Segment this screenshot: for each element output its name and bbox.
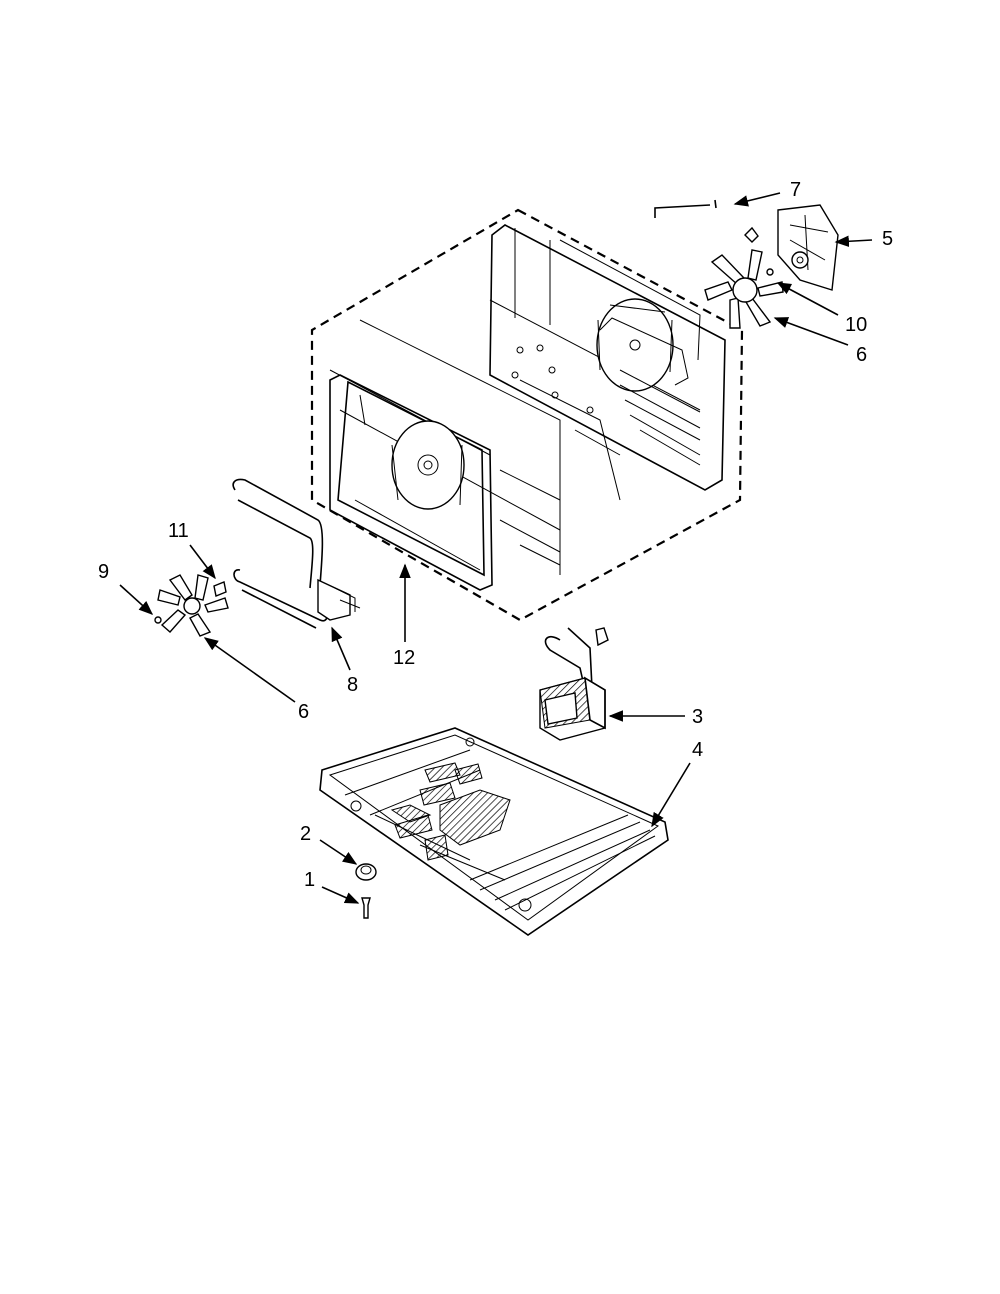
callout-8: 8 xyxy=(347,674,358,696)
cavity-outline xyxy=(310,208,744,622)
rear-fan-housing xyxy=(596,298,674,392)
callout-5: 5 xyxy=(882,228,893,250)
callout-3: 3 xyxy=(692,706,703,728)
fan-motor-bracket xyxy=(777,204,839,291)
leveling-foot xyxy=(355,863,377,881)
callout-7: 7 xyxy=(790,179,801,201)
callout-11: 11 xyxy=(168,520,189,542)
rear-fan-assembly xyxy=(704,204,839,329)
side-fan-housing xyxy=(391,420,465,510)
leader-lines xyxy=(119,192,873,904)
callout-labels: 7 5 10 6 11 9 12 8 6 3 4 2 1 xyxy=(98,179,893,891)
screw xyxy=(361,897,371,919)
convection-element xyxy=(232,478,361,629)
callout-10: 10 xyxy=(845,314,867,336)
oven-cavity xyxy=(310,208,744,622)
callout-1: 1 xyxy=(304,869,315,891)
callout-2: 2 xyxy=(300,823,311,845)
callout-9: 9 xyxy=(98,561,109,583)
callout-6-left: 6 xyxy=(298,701,309,723)
left-fan-blade xyxy=(154,574,229,637)
callout-12: 12 xyxy=(393,647,415,669)
transformer xyxy=(539,627,609,741)
base-tray xyxy=(319,727,669,936)
callout-6-right: 6 xyxy=(856,344,867,366)
callout-4: 4 xyxy=(692,739,703,761)
